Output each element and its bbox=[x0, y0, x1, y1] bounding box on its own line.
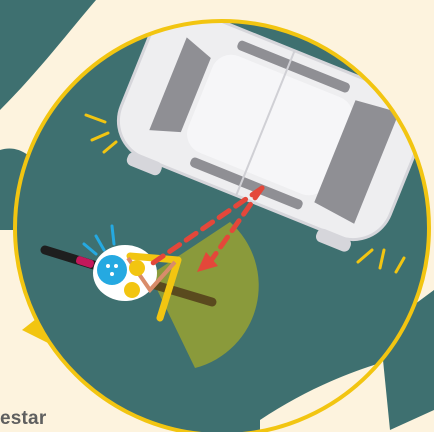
caption-text: estar bbox=[0, 408, 46, 430]
helmet bbox=[97, 255, 127, 285]
